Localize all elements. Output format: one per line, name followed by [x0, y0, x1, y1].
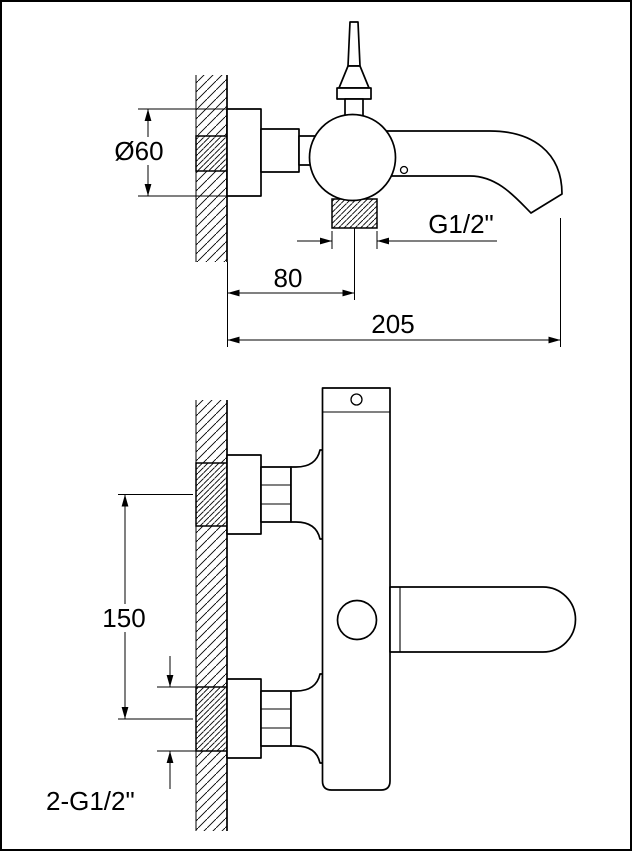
dim-label-reach: 205: [371, 309, 414, 339]
upper-threaded-nipple: [195, 462, 228, 527]
handle-rod: [347, 21, 361, 67]
lower-threaded-nipple: [195, 686, 228, 752]
wall-flange: [226, 108, 262, 197]
spout: [359, 130, 563, 214]
faucet-body-column: [321, 387, 391, 791]
dim-label-inlet-spacing: 150: [102, 603, 145, 633]
handle-collar: [336, 87, 372, 100]
lower-body-fillet: [290, 673, 324, 764]
spout-arm: [389, 586, 577, 653]
upper-flange: [226, 454, 262, 535]
upper-hex-nut: [260, 466, 292, 523]
front-view: [195, 387, 577, 831]
lower-flange: [226, 678, 262, 759]
diverter-knob: [336, 599, 378, 641]
top-cap-hole: [350, 393, 363, 406]
side-view: [195, 21, 563, 262]
dim-label-wall-to-outlet: 80: [274, 263, 303, 293]
dim-label-outlet-thread: G1/2": [428, 209, 494, 239]
spout-screw: [399, 165, 409, 175]
handle-flare: [338, 65, 370, 89]
upper-body-fillet: [290, 449, 324, 540]
dim-label-inlet-threads: 2-G1/2": [46, 786, 135, 816]
dim-label-diameter: Ø60: [114, 136, 163, 166]
side-view-dimensions: Ø60 G1/2" 80 205: [107, 108, 561, 347]
lower-hex-nut: [260, 690, 292, 747]
hex-adapter: [260, 128, 300, 173]
front-view-dimensions: 150 2-G1/2": [46, 494, 196, 816]
outlet-thread: [331, 198, 378, 229]
valve-body: [308, 113, 397, 202]
threaded-nipple: [195, 135, 228, 172]
